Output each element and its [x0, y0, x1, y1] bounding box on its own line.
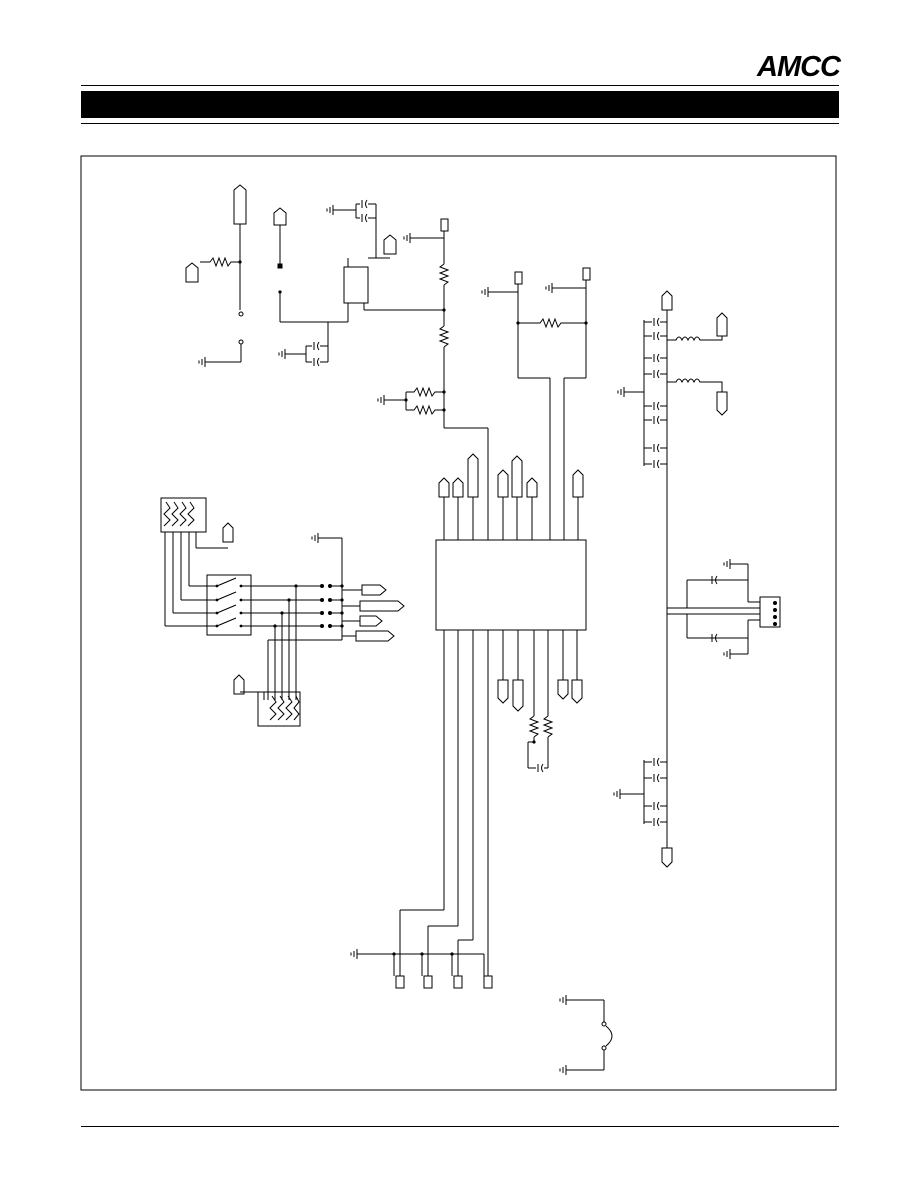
power-tag	[438, 477, 450, 498]
test-point	[453, 975, 463, 989]
ground-icon	[545, 282, 553, 294]
resistor-pullup	[209, 256, 240, 268]
ground-icon	[481, 286, 489, 298]
resistor-icon	[438, 325, 450, 348]
test-point	[483, 975, 493, 989]
footer-rule	[81, 1126, 839, 1127]
power-tag	[497, 469, 509, 498]
capacitor-icon	[361, 199, 368, 209]
resistor-icon	[542, 715, 554, 738]
power-tag	[716, 312, 728, 337]
ground-icon	[723, 558, 731, 570]
power-tag	[233, 674, 245, 695]
resistor-icon	[406, 404, 444, 416]
capacitor-icon	[313, 357, 320, 367]
switch-contact-bottom	[238, 339, 244, 345]
ground-icon	[559, 994, 567, 1006]
ground-icon	[617, 386, 625, 398]
resistor-icon	[406, 386, 444, 398]
ic-top-pins	[438, 453, 584, 540]
decoupling-caps-lower	[644, 757, 667, 827]
switch-contact-top	[238, 311, 244, 317]
header-bottom-rule	[81, 123, 839, 124]
output-tag	[359, 615, 383, 627]
power-tag	[452, 477, 464, 498]
power-tag	[571, 679, 583, 704]
resistor-icon	[518, 317, 586, 329]
clock-section	[273, 199, 444, 367]
test-point	[440, 218, 449, 232]
resistor-chain	[377, 218, 489, 540]
ground-icon	[403, 232, 411, 244]
resistor-icon	[438, 263, 450, 286]
regulator-ic	[343, 266, 369, 304]
output-tag	[359, 600, 405, 612]
ground-icon	[326, 204, 334, 216]
ground-icon	[723, 648, 731, 660]
power-tag	[661, 290, 673, 311]
capacitor-icon	[313, 341, 320, 351]
power-connector	[759, 596, 781, 628]
resistor-icon	[528, 715, 540, 738]
pull-resistor-pair	[481, 267, 591, 540]
ground-icon	[311, 532, 319, 544]
power-tag	[716, 391, 728, 416]
test-point	[514, 271, 523, 285]
bottom-jumper	[559, 994, 613, 1076]
power-tag	[497, 679, 509, 704]
power-tag-reg	[383, 234, 397, 255]
power-tag	[572, 469, 584, 498]
ground-icon	[198, 356, 206, 368]
dip-switch-section	[160, 497, 405, 727]
ground-icon	[377, 394, 385, 406]
ground-icon	[350, 948, 358, 960]
capacitor-icon	[537, 763, 544, 773]
schematic-frame	[80, 155, 837, 1091]
test-point	[582, 267, 591, 281]
test-point	[423, 975, 433, 989]
power-tag	[557, 679, 569, 700]
resistor-network-bottom	[257, 691, 301, 727]
decoupling-caps	[644, 317, 667, 469]
resistor-network-top	[160, 497, 207, 533]
power-tag	[661, 847, 673, 868]
header-title-bar	[81, 91, 839, 118]
output-tag	[361, 584, 387, 596]
inductor-icon	[667, 336, 723, 342]
dip-switch	[206, 574, 252, 636]
ground-icon	[559, 1064, 567, 1076]
header-top-rule	[81, 85, 839, 86]
bottom-test-points	[350, 909, 493, 989]
capacitor-icon	[361, 213, 368, 223]
ground-icon	[278, 348, 286, 360]
power-tag-left	[185, 262, 199, 283]
inductor-icon	[667, 378, 723, 392]
ground-icon	[613, 788, 621, 800]
power-tag	[467, 453, 479, 498]
power-tag	[511, 455, 523, 498]
main-ic	[435, 539, 587, 631]
ic-bottom-pins	[443, 630, 583, 976]
power-tag	[526, 477, 538, 498]
amcc-logo: AMCC	[757, 51, 841, 83]
power-filter-section	[613, 290, 781, 868]
output-tag	[355, 630, 395, 642]
power-tag-jumper	[273, 207, 287, 226]
power-tag	[512, 679, 524, 712]
power-tag-top	[233, 184, 247, 225]
power-tag	[222, 522, 234, 543]
reset-circuit	[185, 184, 247, 368]
test-point	[395, 975, 405, 989]
